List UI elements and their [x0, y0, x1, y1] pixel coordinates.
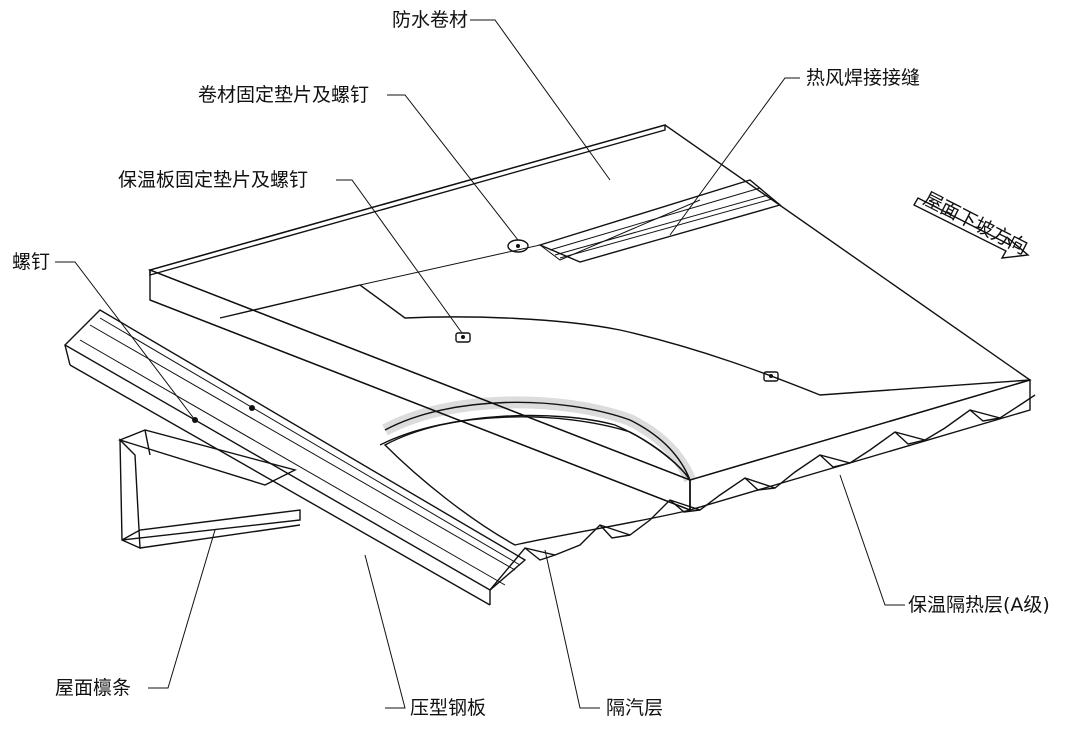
corrugation-profile: [489, 394, 1036, 591]
leader-lines: [55, 19, 905, 709]
cutaway-section: [379, 396, 696, 546]
slope-direction-label: 屋面下坡方向: [920, 188, 1032, 259]
insulation-layer-band: [689, 379, 1031, 511]
insulation-board-washer-screw-2: [763, 371, 779, 382]
membrane-washer-screw-label: 卷材固定垫片及螺钉: [198, 84, 369, 106]
waterproof-membrane-shape: [147, 124, 1032, 511]
waterproof-membrane-label: 防水卷材: [392, 9, 468, 31]
insulation-board-washer-screw: [455, 332, 471, 343]
insulation-layer-label: 保温隔热层(A级): [908, 594, 1050, 616]
roof-purlin-label: 屋面檩条: [55, 677, 131, 699]
insulation-board-washer-screw-label: 保温板固定垫片及螺钉: [118, 169, 308, 191]
hot-air-weld-seam-label: 热风焊接接缝: [806, 67, 920, 89]
screw-label: 螺钉: [12, 251, 50, 273]
profiled-steel-sheet-label: 压型钢板: [410, 697, 486, 719]
roof-purlin-shape: [117, 429, 301, 550]
slope-direction-arrow: 屋面下坡方向: [913, 188, 1032, 259]
vapor-barrier-label: 隔汽层: [606, 697, 663, 719]
profiled-steel-sheet-shape: [63, 309, 527, 606]
